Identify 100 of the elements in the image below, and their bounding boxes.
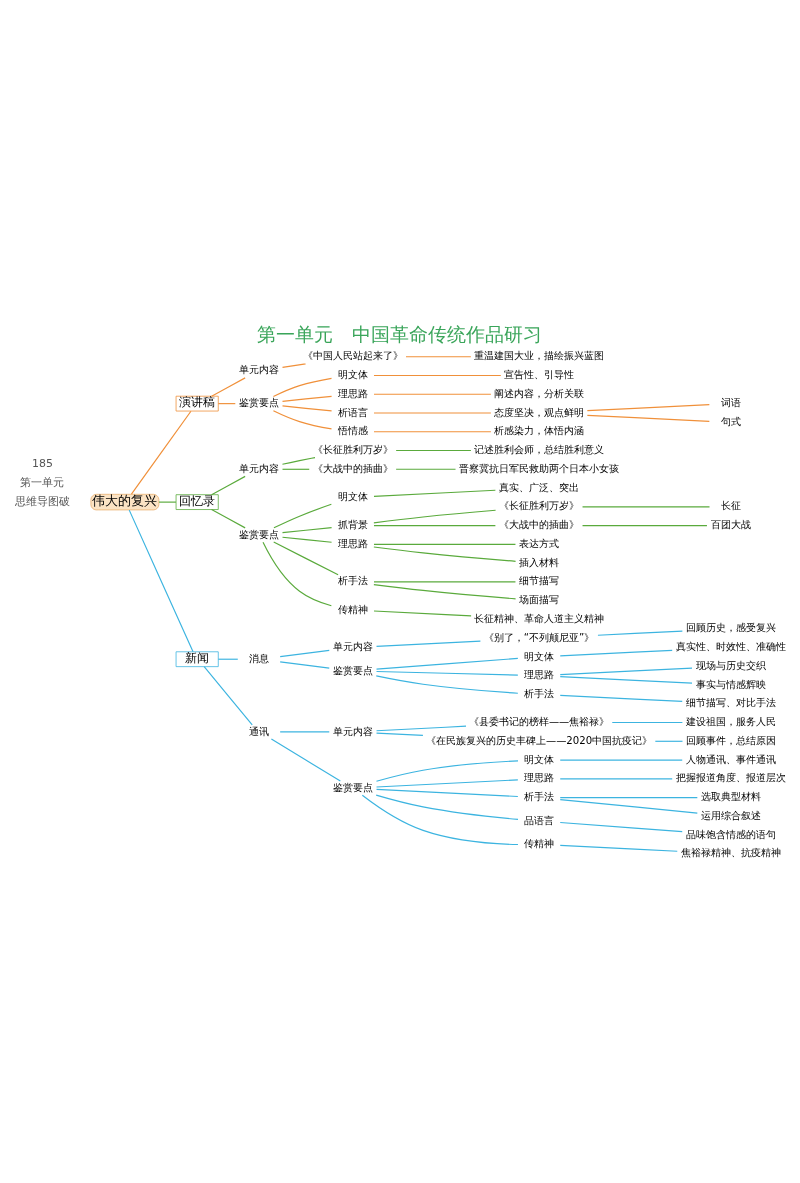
connector — [279, 730, 330, 732]
node-text: 事实与情感辉映 — [695, 678, 766, 690]
connector — [211, 376, 246, 397]
node-text: 晋察冀抗日军民救助两个日本小女孩 — [459, 462, 620, 474]
connector — [373, 543, 517, 545]
node-text: 《县委书记的榜样——焦裕禄》 — [468, 715, 610, 727]
label: 思维导图破 — [14, 494, 70, 508]
connector — [281, 404, 333, 412]
connector — [373, 374, 502, 376]
node-text: 插入材料 — [519, 556, 560, 568]
connector — [281, 456, 316, 465]
connector — [375, 778, 519, 788]
connector — [373, 393, 492, 395]
node-text: 选取典型材料 — [700, 790, 761, 802]
connector — [375, 674, 519, 694]
node-text: 人物通讯、事件通讯 — [685, 753, 776, 765]
node-text: 理思路 — [337, 387, 368, 399]
node-text: 析手法 — [524, 687, 555, 699]
connector — [375, 794, 519, 820]
connector — [279, 649, 330, 657]
connector — [373, 580, 517, 582]
node-text: 现场与历史交织 — [695, 659, 766, 671]
node-text: 《在民族复兴的历史丰碑上——2020中国抗疫记》 — [426, 734, 653, 746]
connector — [559, 694, 683, 702]
node-text: 析感染力，体悟内涵 — [494, 424, 585, 436]
node-box: 演讲稿 — [175, 395, 219, 411]
node-text: 品味饱含情感的语句 — [685, 828, 776, 840]
node-text: 析语言 — [337, 406, 368, 418]
connector — [373, 430, 492, 432]
connector — [130, 410, 192, 495]
node-text: 《长征胜利万岁》 — [312, 443, 393, 455]
node-text: 悟情感 — [337, 424, 368, 436]
connector — [375, 639, 481, 647]
node-text: 《中国人民站起来了》 — [302, 349, 403, 361]
connector — [373, 583, 517, 599]
node-text: 长征精神、革命人道主义精神 — [474, 612, 605, 624]
connector — [373, 489, 496, 497]
node-text: 析手法 — [337, 575, 368, 586]
connector — [373, 609, 472, 617]
node-text: 单元内容 — [332, 725, 373, 737]
diagram-title: 第一单元 中国革命传统作品研习 — [257, 323, 543, 345]
connector — [375, 725, 467, 731]
connector — [373, 509, 497, 523]
node-text: 传精神 — [524, 837, 555, 849]
node-text: 细节描写、对比手法 — [685, 696, 776, 708]
connector — [217, 658, 239, 660]
node-text: 单元内容 — [238, 462, 279, 474]
node-text: 《长征胜利万岁》 — [499, 499, 580, 511]
node-text: 理思路 — [524, 668, 555, 680]
connector — [373, 545, 517, 562]
connector — [559, 798, 698, 814]
connector — [581, 524, 708, 526]
connector — [375, 759, 519, 782]
node-text: 运用综合叙述 — [700, 809, 761, 821]
connector — [611, 721, 683, 723]
node-text: 真实、广泛、突出 — [499, 481, 580, 493]
node-text: 理思路 — [524, 771, 555, 783]
node-text: 句式 — [720, 415, 741, 427]
connector — [281, 362, 307, 368]
label: 第一单元 — [20, 475, 65, 489]
connector — [128, 509, 194, 652]
connector — [559, 758, 683, 761]
connector — [375, 788, 519, 797]
connector — [375, 657, 519, 670]
node-text: 把握报道角度、报道层次 — [675, 771, 786, 783]
connector — [211, 508, 246, 528]
connector — [405, 355, 472, 357]
node-text: 重温建国大业，描绘振兴蓝图 — [474, 349, 605, 361]
connector — [273, 503, 332, 528]
node-text: 回顾事件，总结原因 — [685, 734, 776, 746]
connector — [361, 794, 519, 845]
node-box: 伟大的复兴 — [90, 493, 160, 510]
node-text: 真实性、时效性、准确性 — [675, 640, 786, 652]
connector — [375, 670, 519, 676]
node-text: 鉴赏要点 — [238, 528, 279, 540]
connector — [375, 732, 424, 736]
node-box: 新闻 — [175, 650, 219, 667]
connector — [559, 649, 673, 656]
node-text: 记述胜利会师，总结胜利意义 — [474, 443, 605, 455]
connector — [559, 667, 693, 675]
node-text: 长征 — [720, 499, 741, 511]
connector — [273, 540, 339, 575]
node-text: 阐述内容，分析关联 — [494, 387, 585, 399]
node-text: 传精神 — [337, 603, 368, 615]
connector — [272, 377, 333, 397]
connector — [586, 414, 710, 422]
node-text: 抓背景 — [337, 518, 368, 530]
connector — [559, 675, 693, 684]
node-text: 态度坚决，观点鲜明 — [494, 406, 585, 418]
connector — [586, 403, 710, 411]
connector — [281, 536, 333, 543]
node-text: 鉴赏要点 — [332, 664, 373, 676]
node-text: 明文体 — [524, 650, 555, 662]
connector — [281, 395, 333, 402]
node-text: 场面描写 — [519, 593, 560, 605]
node-text: 表达方式 — [519, 537, 560, 549]
node-text: 品语言 — [524, 814, 555, 826]
node-text: 鉴赏要点 — [238, 396, 279, 408]
connector — [597, 630, 683, 636]
connector — [559, 796, 698, 798]
